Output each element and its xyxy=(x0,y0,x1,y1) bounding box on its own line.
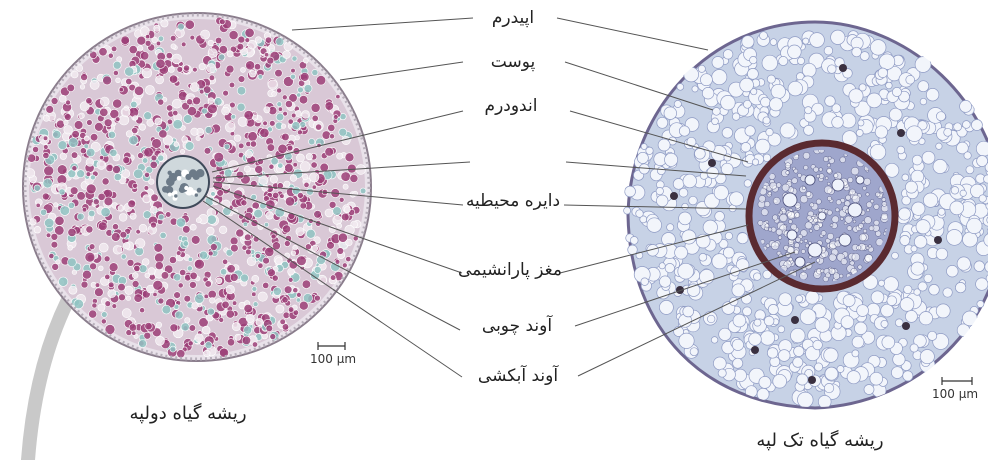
scale-bar-right xyxy=(942,377,972,385)
leader-line xyxy=(557,18,708,50)
label-pericycle: دایره محیطیه xyxy=(466,191,560,211)
scale-bar-left xyxy=(318,342,345,350)
label-xylem: آوند چوبی xyxy=(482,316,552,336)
leader-line xyxy=(292,18,473,30)
scale-text-right: 100 μm xyxy=(932,387,978,401)
label-epidermis: اپیدرم xyxy=(492,8,534,28)
label-cortex: پوست xyxy=(491,52,535,72)
monocot-root-section xyxy=(624,22,988,408)
label-phloem: آوند آبکشی xyxy=(478,366,558,386)
caption-dicot: ریشه گیاه دولپه xyxy=(129,403,246,424)
dicot-root-section xyxy=(23,13,371,361)
dicot-stele xyxy=(157,156,209,208)
leader-line xyxy=(340,62,463,80)
scale-text-left: 100 μm xyxy=(310,352,356,366)
caption-monocot: ریشه گیاه تک لپه xyxy=(756,430,883,451)
label-endodermis: اندودرم xyxy=(485,96,538,116)
label-pith: مغز پارانشیمی xyxy=(458,260,562,280)
